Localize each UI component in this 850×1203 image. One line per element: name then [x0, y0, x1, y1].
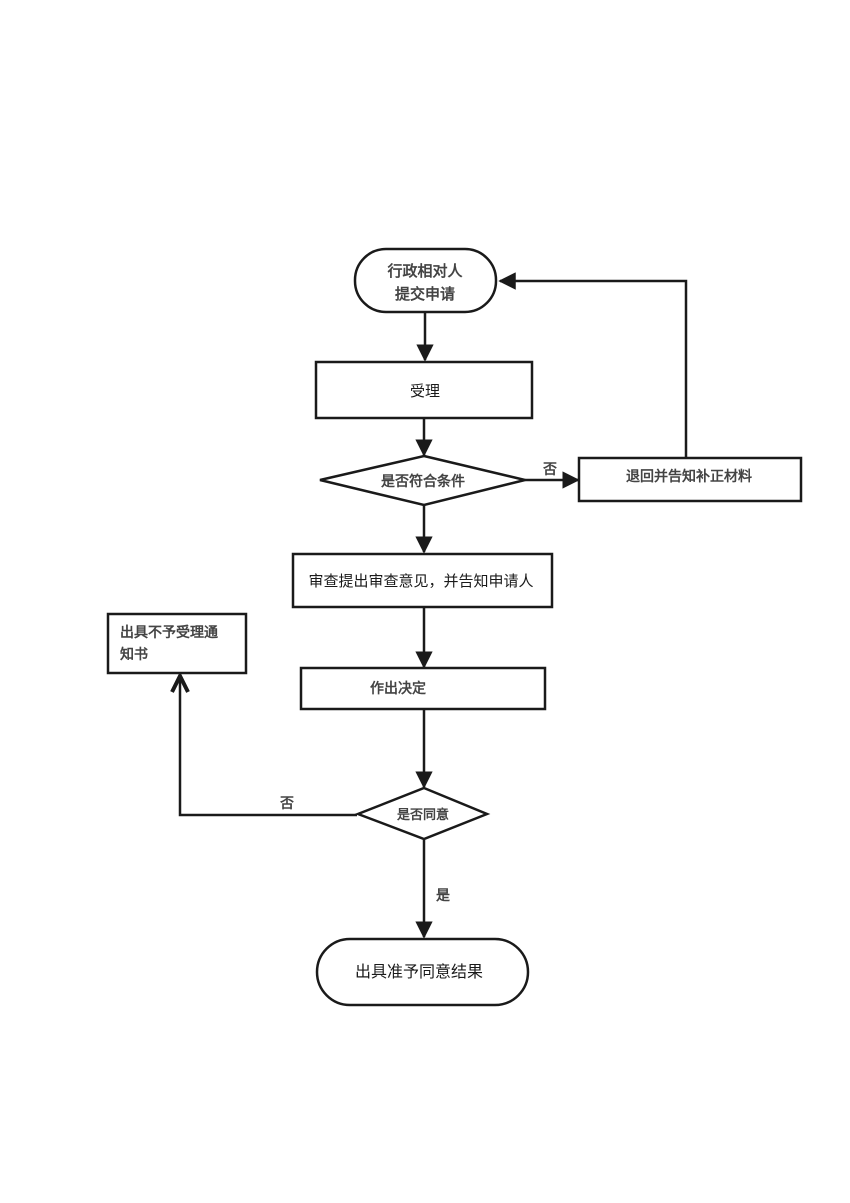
node-check-conditions-label: 是否符合条件: [381, 473, 465, 490]
node-agree: 是否同意: [354, 786, 491, 841]
node-approve-result-label: 出具准予同意结果: [355, 962, 483, 981]
edge-agree-to-reject: [180, 676, 357, 817]
node-decide: 作出决定: [299, 666, 547, 711]
node-return-materials: 退回并告知补正材料: [577, 456, 803, 503]
node-decide-label: 作出决定: [370, 680, 426, 697]
node-approve-result: 出具准予同意结果: [315, 937, 530, 1007]
node-agree-label: 是否同意: [396, 807, 449, 823]
edge-label-yes: 是: [436, 888, 451, 904]
edge-label-no-1: 否: [542, 462, 557, 478]
node-start: 行政相对人 提交申请: [353, 247, 498, 314]
node-review: 审查提出审查意见，并告知申请人: [291, 552, 554, 609]
node-accept-label: 受理: [410, 382, 440, 400]
node-start-line-2: 提交申请: [395, 285, 455, 303]
node-reject-notice: 出具不予受理通 知书: [106, 612, 248, 675]
node-return-materials-label: 退回并告知补正材料: [626, 468, 752, 485]
edge-label-no-2: 否: [279, 796, 294, 812]
edge-return-to-start: [498, 272, 688, 457]
node-reject-notice-line-2: 知书: [120, 646, 148, 663]
node-check-conditions: 是否符合条件: [319, 454, 526, 507]
node-reject-notice-line-1: 出具不予受理通: [120, 624, 218, 641]
node-start-line-1: 行政相对人: [386, 262, 463, 280]
node-review-label: 审查提出审查意见，并告知申请人: [308, 572, 533, 590]
node-accept: 受理: [314, 360, 534, 420]
